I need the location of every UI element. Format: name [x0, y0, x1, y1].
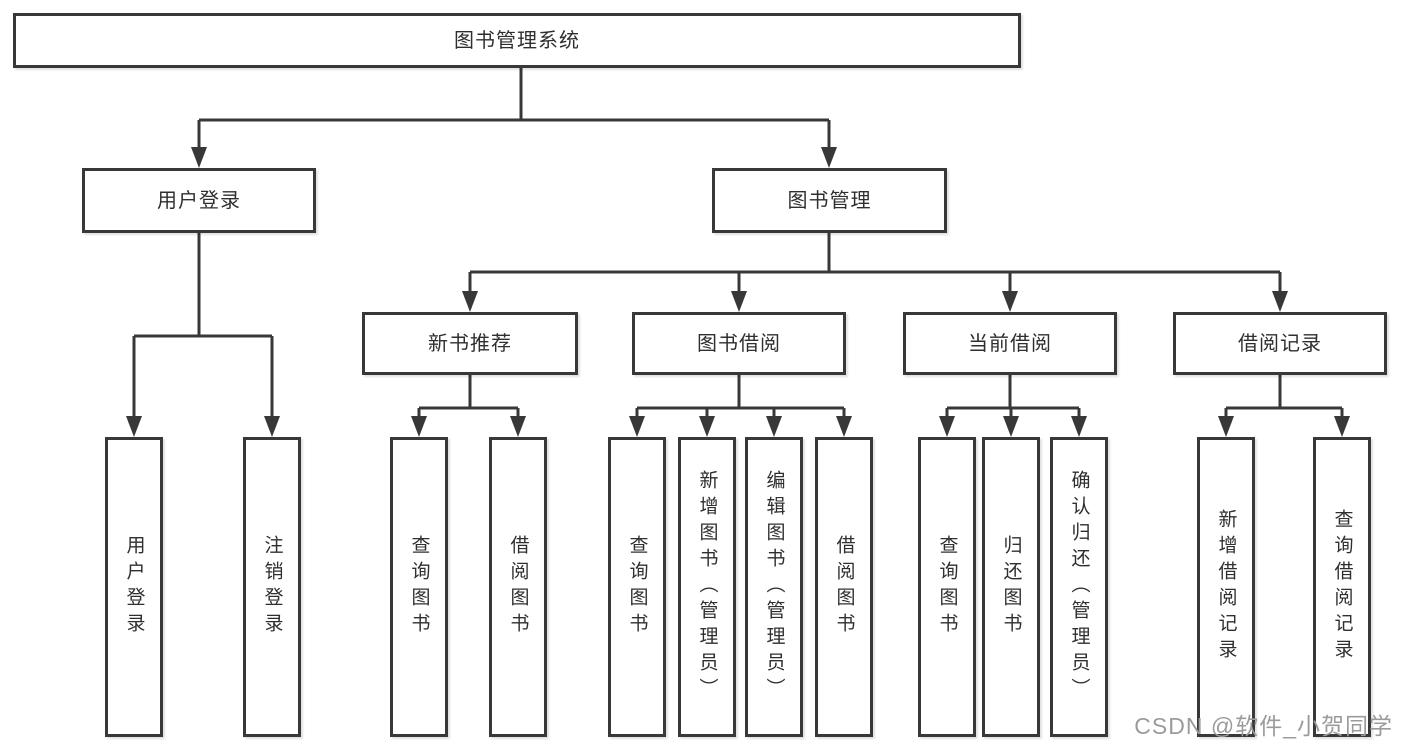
leaf-add-book-admin-label: 新增图书（管理员） [696, 470, 718, 704]
leaf-edit-book-admin-label: 编辑图书（管理员） [763, 470, 785, 704]
node-user-login-label: 用户登录 [157, 189, 241, 212]
node-new-book-recommend: 新书推荐 [362, 312, 578, 375]
leaf-confirm-return-admin-label: 确认归还（管理员） [1068, 470, 1090, 704]
leaf-return-book: 归还图书 [982, 437, 1040, 737]
node-root-label: 图书管理系统 [454, 29, 580, 52]
leaf-query-books-current-label: 查询图书 [936, 535, 958, 639]
node-borrow-records: 借阅记录 [1173, 312, 1387, 375]
leaf-query-borrow-record-label: 查询借阅记录 [1331, 509, 1353, 665]
node-book-borrow: 图书借阅 [632, 312, 846, 375]
node-book-borrow-label: 图书借阅 [697, 332, 781, 355]
node-current-borrow-label: 当前借阅 [968, 332, 1052, 355]
leaf-query-books-borrow: 查询图书 [608, 437, 666, 737]
node-current-borrow: 当前借阅 [903, 312, 1117, 375]
node-root: 图书管理系统 [13, 13, 1021, 68]
leaf-return-book-label: 归还图书 [1000, 535, 1022, 639]
leaf-logout-label: 注销登录 [261, 535, 283, 639]
csdn-watermark: CSDN @软件_小贺同学 [1134, 713, 1393, 739]
leaf-add-book-admin: 新增图书（管理员） [678, 437, 736, 737]
leaf-edit-book-admin: 编辑图书（管理员） [745, 437, 803, 737]
leaf-add-borrow-record-label: 新增借阅记录 [1215, 509, 1237, 665]
node-user-login: 用户登录 [82, 168, 316, 233]
leaf-query-books-borrow-label: 查询图书 [626, 535, 648, 639]
leaf-logout: 注销登录 [243, 437, 301, 737]
leaf-borrow-books-recommend: 借阅图书 [489, 437, 547, 737]
leaf-confirm-return-admin: 确认归还（管理员） [1050, 437, 1108, 737]
leaf-query-books-recommend-label: 查询图书 [408, 535, 430, 639]
node-book-management-label: 图书管理 [787, 189, 872, 212]
leaf-add-borrow-record: 新增借阅记录 [1197, 437, 1255, 737]
leaf-query-books-current: 查询图书 [918, 437, 976, 737]
node-book-management: 图书管理 [712, 168, 947, 233]
node-borrow-records-label: 借阅记录 [1238, 332, 1322, 355]
leaf-borrow-books-label: 借阅图书 [833, 535, 855, 639]
leaf-user-login-label: 用户登录 [123, 535, 145, 639]
leaf-query-borrow-record: 查询借阅记录 [1313, 437, 1371, 737]
leaf-borrow-books: 借阅图书 [815, 437, 873, 737]
node-new-book-recommend-label: 新书推荐 [428, 332, 512, 355]
leaf-query-books-recommend: 查询图书 [390, 437, 448, 737]
leaf-borrow-books-recommend-label: 借阅图书 [507, 535, 529, 639]
leaf-user-login: 用户登录 [105, 437, 163, 737]
